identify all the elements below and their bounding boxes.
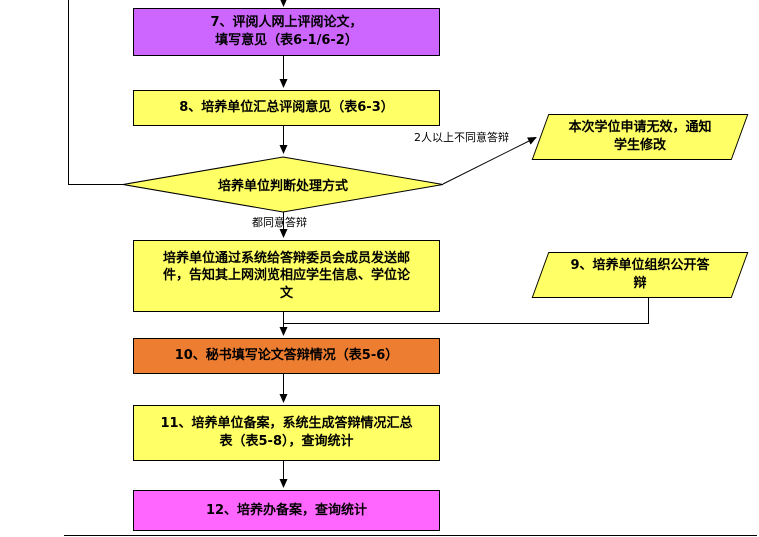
invalid-notice-parallelogram: 本次学位申请无效，通知 学生修改	[540, 114, 740, 160]
decision-label: 培养单位判断处理方式	[217, 179, 348, 194]
email-notify-box: 培养单位通过系统给答辩委员会成员发送邮 件，告知其上网浏览相应学生信息、学位论 …	[133, 240, 440, 312]
step10-box: 10、秘书填写论文答辩情况（表5-6）	[133, 338, 440, 374]
edge-label-disagree: 2人以上不同意答辩	[414, 131, 509, 144]
step9-parallelogram: 9、培养单位组织公开答 辩	[540, 252, 740, 298]
step11-box: 11、培养单位备案，系统生成答辩情况汇总 表（表5-8），查询统计	[133, 405, 440, 461]
line-step9-join	[283, 298, 649, 324]
loop-back-line	[68, 0, 123, 185]
step12-box: 12、培养办备案，查询统计	[133, 490, 440, 531]
step7-box: 7、评阅人网上评阅论文， 填写意见（表6-1/6-2）	[133, 8, 440, 56]
edge-label-agree: 都同意答辩	[252, 216, 307, 229]
arrow-decision-invalid	[442, 137, 537, 185]
step8-box: 8、培养单位汇总评阅意见（表6-3）	[133, 90, 440, 126]
decision-diamond	[122, 156, 444, 213]
connector-lines	[64, 0, 757, 536]
